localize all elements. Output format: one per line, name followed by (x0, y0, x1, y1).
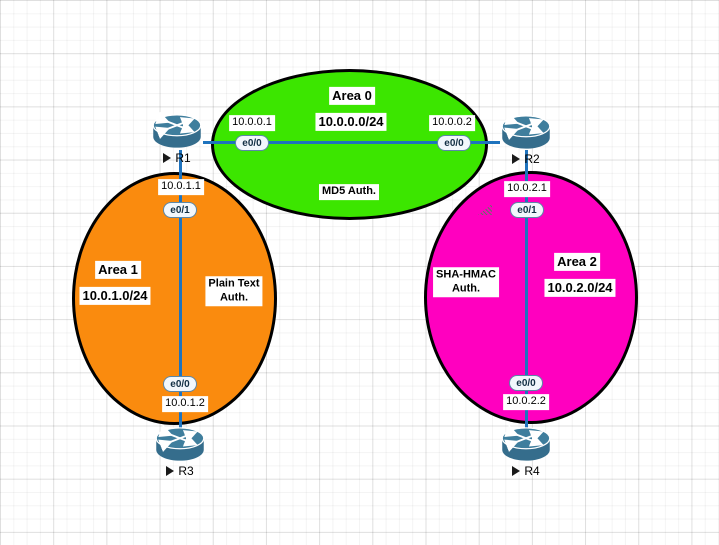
link-r1-r2[interactable] (203, 141, 500, 144)
area1-auth-line2: Auth. (219, 291, 249, 303)
play-marker-icon (166, 466, 175, 476)
router-name: R2 (524, 152, 540, 166)
ip-label-10-0-2-2[interactable]: 10.0.2.2 (503, 394, 549, 410)
ip-label-10-0-1-1[interactable]: 10.0.1.1 (158, 179, 204, 195)
router-icon (152, 425, 208, 463)
area0-auth-label[interactable]: MD5 Auth. (319, 184, 379, 200)
router-label: R3 (152, 464, 208, 478)
area2-auth-line1: SHA-HMAC (436, 268, 496, 281)
router-r3[interactable]: R3 (152, 425, 208, 478)
area2-auth-line2: Auth. (451, 282, 481, 294)
router-icon (149, 112, 205, 150)
interface-pill-r1-e01[interactable]: e0/1 (163, 202, 197, 218)
router-name: R4 (524, 464, 540, 478)
play-marker-icon (512, 466, 521, 476)
router-r2[interactable]: R2 (498, 113, 554, 166)
router-label: R1 (149, 151, 205, 165)
area1-title[interactable]: Area 1 (95, 260, 141, 280)
router-r1[interactable]: R1 (149, 112, 205, 165)
area2-subnet[interactable]: 10.0.2.0/24 (544, 278, 616, 298)
area2-auth-label[interactable]: SHA-HMAC Auth. (433, 267, 499, 297)
play-marker-icon (163, 153, 172, 163)
router-name: R1 (175, 151, 191, 165)
interface-pill-r3-e00[interactable]: e0/0 (163, 376, 197, 392)
area1-subnet[interactable]: 10.0.1.0/24 (79, 286, 151, 306)
router-r4[interactable]: R4 (498, 425, 554, 478)
interface-pill-r1-e00[interactable]: e0/0 (235, 135, 269, 151)
link-r2-r4[interactable] (525, 150, 528, 428)
ip-label-10-0-0-1[interactable]: 10.0.0.1 (229, 115, 275, 131)
resize-handle-icon (478, 204, 492, 215)
router-label: R4 (498, 464, 554, 478)
router-label: R2 (498, 152, 554, 166)
ip-label-10-0-2-1[interactable]: 10.0.2.1 (504, 181, 550, 197)
area0-title[interactable]: Area 0 (329, 86, 375, 106)
router-icon (498, 425, 554, 463)
area1-auth-line1: Plain Text (208, 277, 260, 290)
ip-label-10-0-0-2[interactable]: 10.0.0.2 (429, 115, 475, 131)
router-name: R3 (178, 464, 194, 478)
router-icon (498, 113, 554, 151)
link-r1-r3[interactable] (179, 150, 182, 437)
play-marker-icon (512, 154, 521, 164)
area1-auth-label[interactable]: Plain Text Auth. (205, 276, 263, 306)
interface-pill-r2-e01[interactable]: e0/1 (510, 202, 544, 218)
interface-pill-r2-e00[interactable]: e0/0 (437, 135, 471, 151)
interface-pill-r4-e00[interactable]: e0/0 (509, 375, 543, 391)
area2-title[interactable]: Area 2 (554, 252, 600, 272)
ip-label-10-0-1-2[interactable]: 10.0.1.2 (162, 396, 208, 412)
area0-subnet[interactable]: 10.0.0.0/24 (315, 112, 387, 132)
